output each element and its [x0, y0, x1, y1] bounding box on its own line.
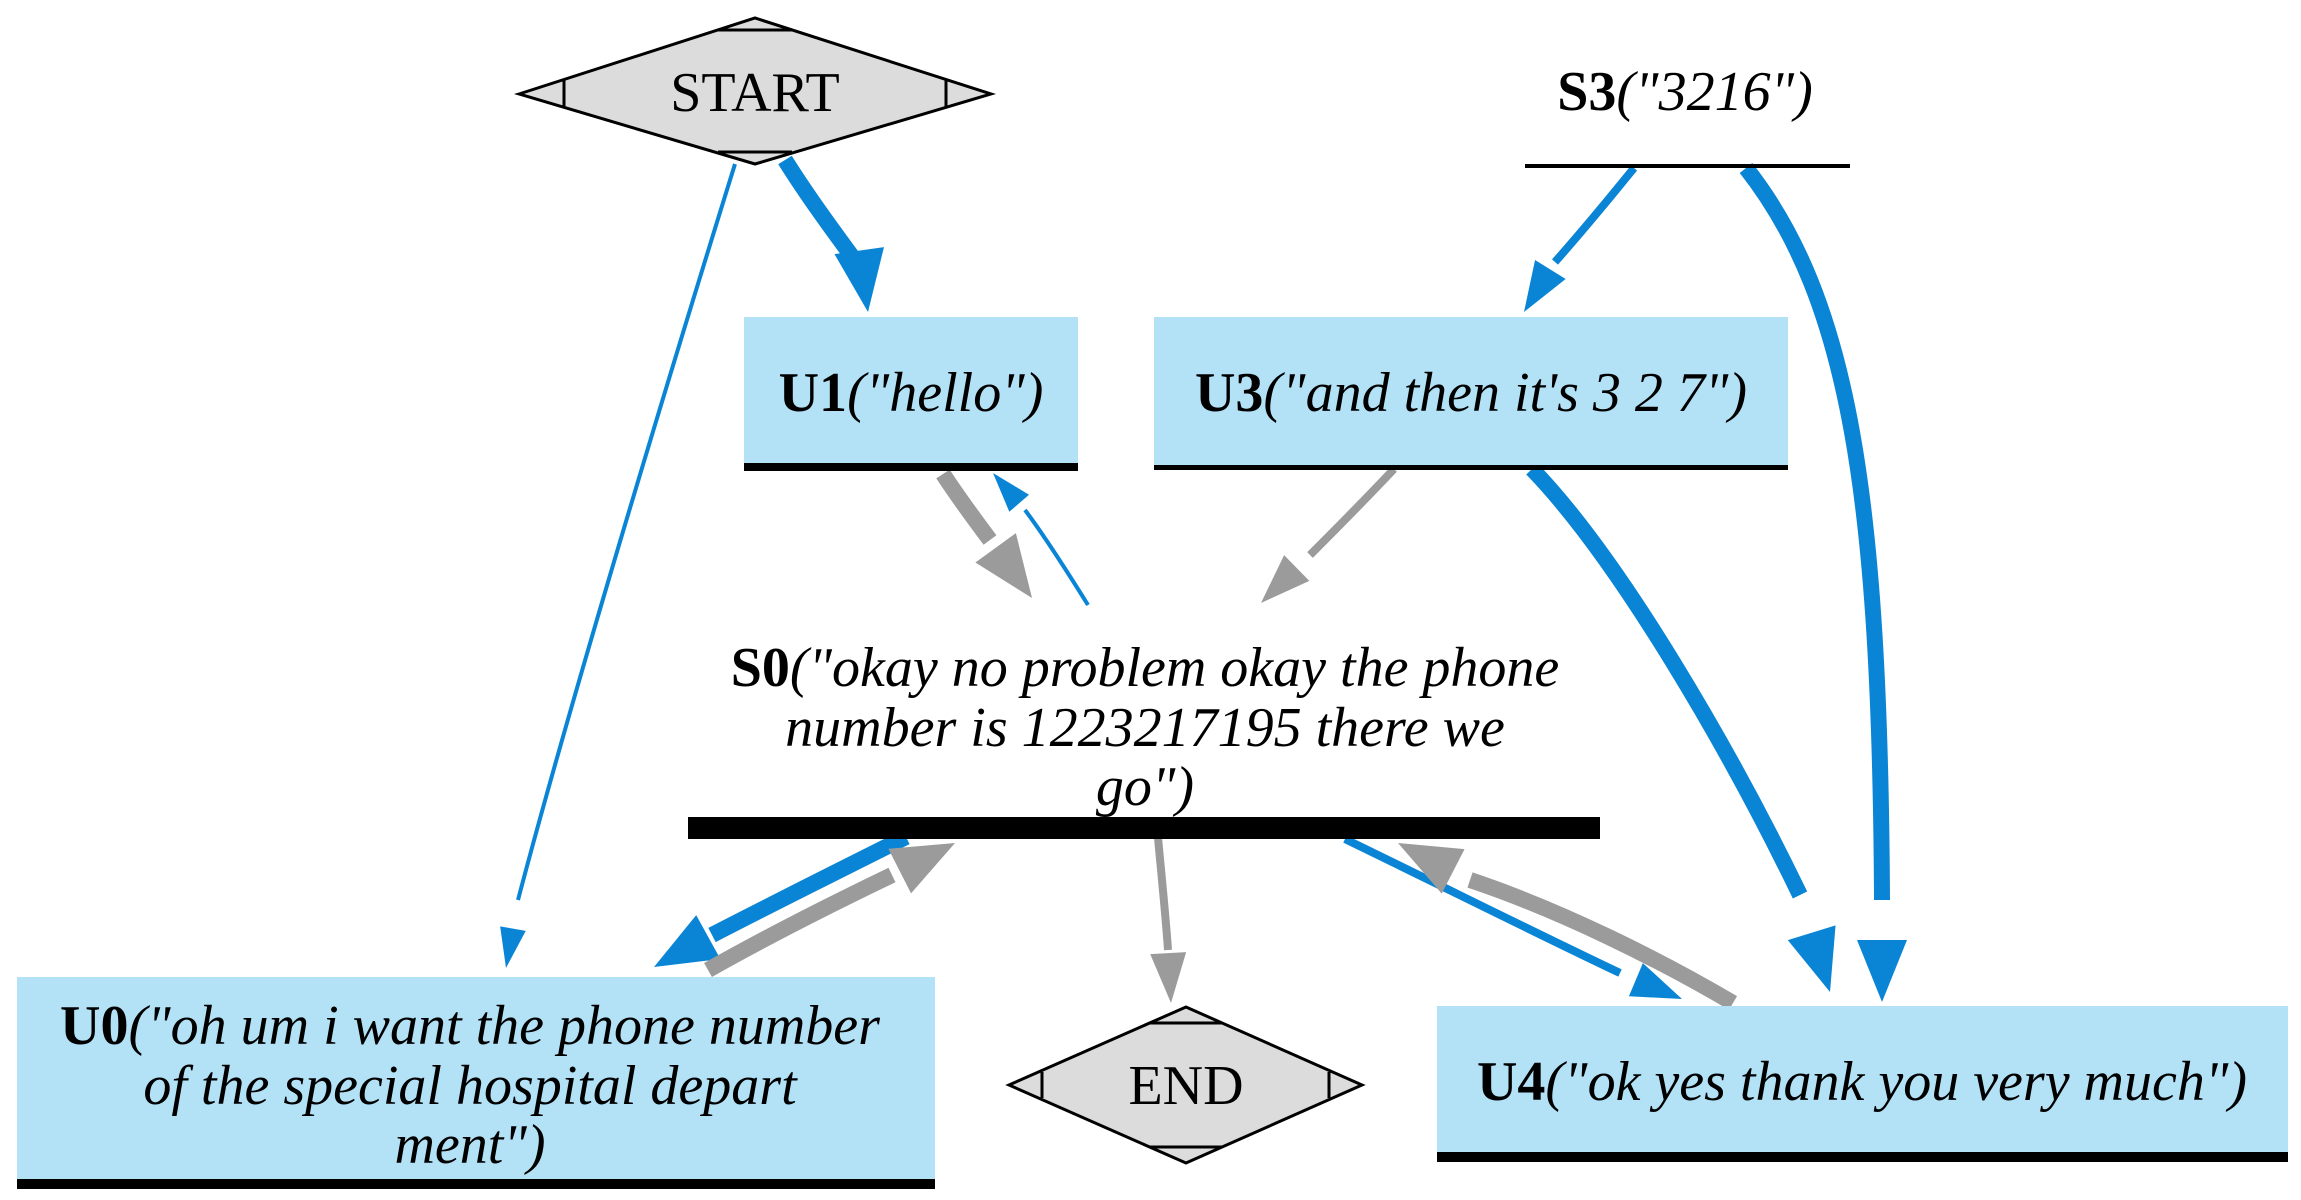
end-terminal: END: [1005, 1005, 1366, 1165]
node-u4-underline: [1437, 1152, 2288, 1162]
node-s3-id: S3: [1557, 61, 1616, 123]
start-label: START: [670, 62, 840, 124]
edge-u4-to-s0-line: [1467, 872, 1738, 1010]
edge-u1-to-s0-arrowhead: [975, 533, 1032, 598]
edge-u4-to-s0: [1398, 843, 1738, 1010]
node-u1-box: [744, 317, 1078, 467]
edge-u1-to-s0: [936, 469, 1032, 598]
edge-s0-to-u1-line: [1023, 508, 1090, 607]
edge-s3-to-u3-line: [1552, 165, 1638, 265]
edge-s0-to-u0-arrowhead: [654, 915, 721, 967]
node-u0-quote-1: ("oh um i want the phone number: [129, 995, 881, 1057]
node-u3-underline: [1154, 465, 1788, 470]
node-u4-text: U4("ok yes thank you very much"): [1477, 1051, 2247, 1113]
edge-s0-to-u0-line: [708, 829, 910, 943]
node-s0-quote-1: ("okay no problem okay the phone: [790, 637, 1559, 699]
node-u3-quote: ("and then it's 3 2 7"): [1263, 362, 1747, 424]
edge-layer: [500, 155, 1907, 1010]
node-u0-line-1: U0("oh um i want the phone number: [60, 995, 880, 1057]
node-s0: S0("okay no problem okay the phone numbe…: [688, 637, 1600, 839]
edge-s3-to-u3: [1524, 165, 1638, 312]
node-u1-id: U1: [779, 362, 847, 424]
edge-s3-to-u4-line: [1739, 163, 1890, 901]
edge-s0-to-end-line: [1154, 837, 1172, 951]
node-u0-id: U0: [60, 995, 128, 1057]
edge-s0-to-u1-arrowhead: [993, 473, 1029, 512]
edge-start-to-u1-arrowhead: [834, 247, 884, 312]
node-s3-text: S3("3216"): [1557, 61, 1812, 123]
edge-s3-to-u3-arrowhead: [1524, 260, 1566, 312]
edge-u3-to-s0-line: [1307, 466, 1397, 558]
node-u3-id: U3: [1195, 362, 1263, 424]
end-label: END: [1128, 1055, 1243, 1117]
node-u3: U3("and then it's 3 2 7"): [1154, 317, 1788, 470]
edge-u1-to-s0-line: [936, 469, 997, 545]
node-u3-text: U3("and then it's 3 2 7"): [1195, 362, 1747, 424]
edge-s0-to-u1: [993, 473, 1090, 607]
node-s0-underline: [688, 817, 1600, 839]
edge-start-to-u0-line: [516, 163, 737, 901]
edge-start-to-u1: [778, 155, 884, 312]
start-diamond: [513, 16, 997, 166]
end-diamond: [1005, 1005, 1366, 1165]
node-s0-line-2: number is 1223217195 there we: [785, 697, 1505, 759]
edge-s0-to-end: [1150, 837, 1187, 1003]
node-u4-id: U4: [1477, 1051, 1545, 1113]
edge-u3-to-u4-arrowhead: [1787, 925, 1836, 992]
node-u0-underline: [17, 1179, 935, 1189]
node-u0-line-2: of the special hospital depart: [143, 1055, 798, 1117]
node-u4-box: [1437, 1006, 2288, 1156]
edge-s0-to-u0: [654, 829, 910, 967]
edge-u3-to-u4-line: [1526, 463, 1808, 899]
edge-u0-to-s0: [704, 843, 955, 977]
node-s3: S3("3216"): [1525, 61, 1850, 168]
node-u1-text: U1("hello"): [779, 362, 1044, 424]
node-s0-line-3: go"): [1096, 756, 1194, 818]
edge-start-to-u0-arrowhead: [500, 926, 526, 968]
edge-u4-to-s0-arrowhead: [1398, 843, 1465, 894]
edge-u3-to-s0-arrowhead: [1261, 555, 1310, 603]
edge-s3-to-u4-arrowhead: [1857, 940, 1907, 1002]
edge-s3-to-u4: [1739, 163, 1907, 1002]
edge-u3-to-u4: [1526, 463, 1836, 992]
edge-s0-to-u4-line: [1343, 835, 1622, 977]
node-u0-line-3: ment"): [394, 1114, 545, 1176]
node-s0-id: S0: [731, 637, 790, 699]
edge-start-to-u0: [500, 163, 737, 968]
node-u4: U4("ok yes thank you very much"): [1437, 1006, 2288, 1162]
edge-u3-to-s0: [1261, 466, 1397, 603]
node-s0-line-1: S0("okay no problem okay the phone: [731, 637, 1560, 699]
node-u1: U1("hello"): [744, 317, 1078, 471]
node-u4-quote: ("ok yes thank you very much"): [1545, 1051, 2247, 1113]
edge-s0-to-u4-arrowhead: [1628, 963, 1682, 999]
edge-s0-to-end-arrowhead: [1150, 952, 1187, 1003]
node-s3-quote: ("3216"): [1616, 61, 1812, 123]
start-terminal: START: [513, 16, 997, 166]
node-u0: U0("oh um i want the phone number of the…: [17, 977, 935, 1189]
node-u3-box: [1154, 317, 1788, 467]
edge-u0-to-s0-arrowhead: [888, 843, 955, 894]
node-u1-underline: [744, 463, 1078, 471]
edge-u0-to-s0-line: [704, 867, 896, 977]
node-u0-box: [17, 977, 935, 1182]
node-u1-quote: ("hello"): [847, 362, 1043, 424]
edge-s0-to-u4: [1343, 835, 1682, 999]
